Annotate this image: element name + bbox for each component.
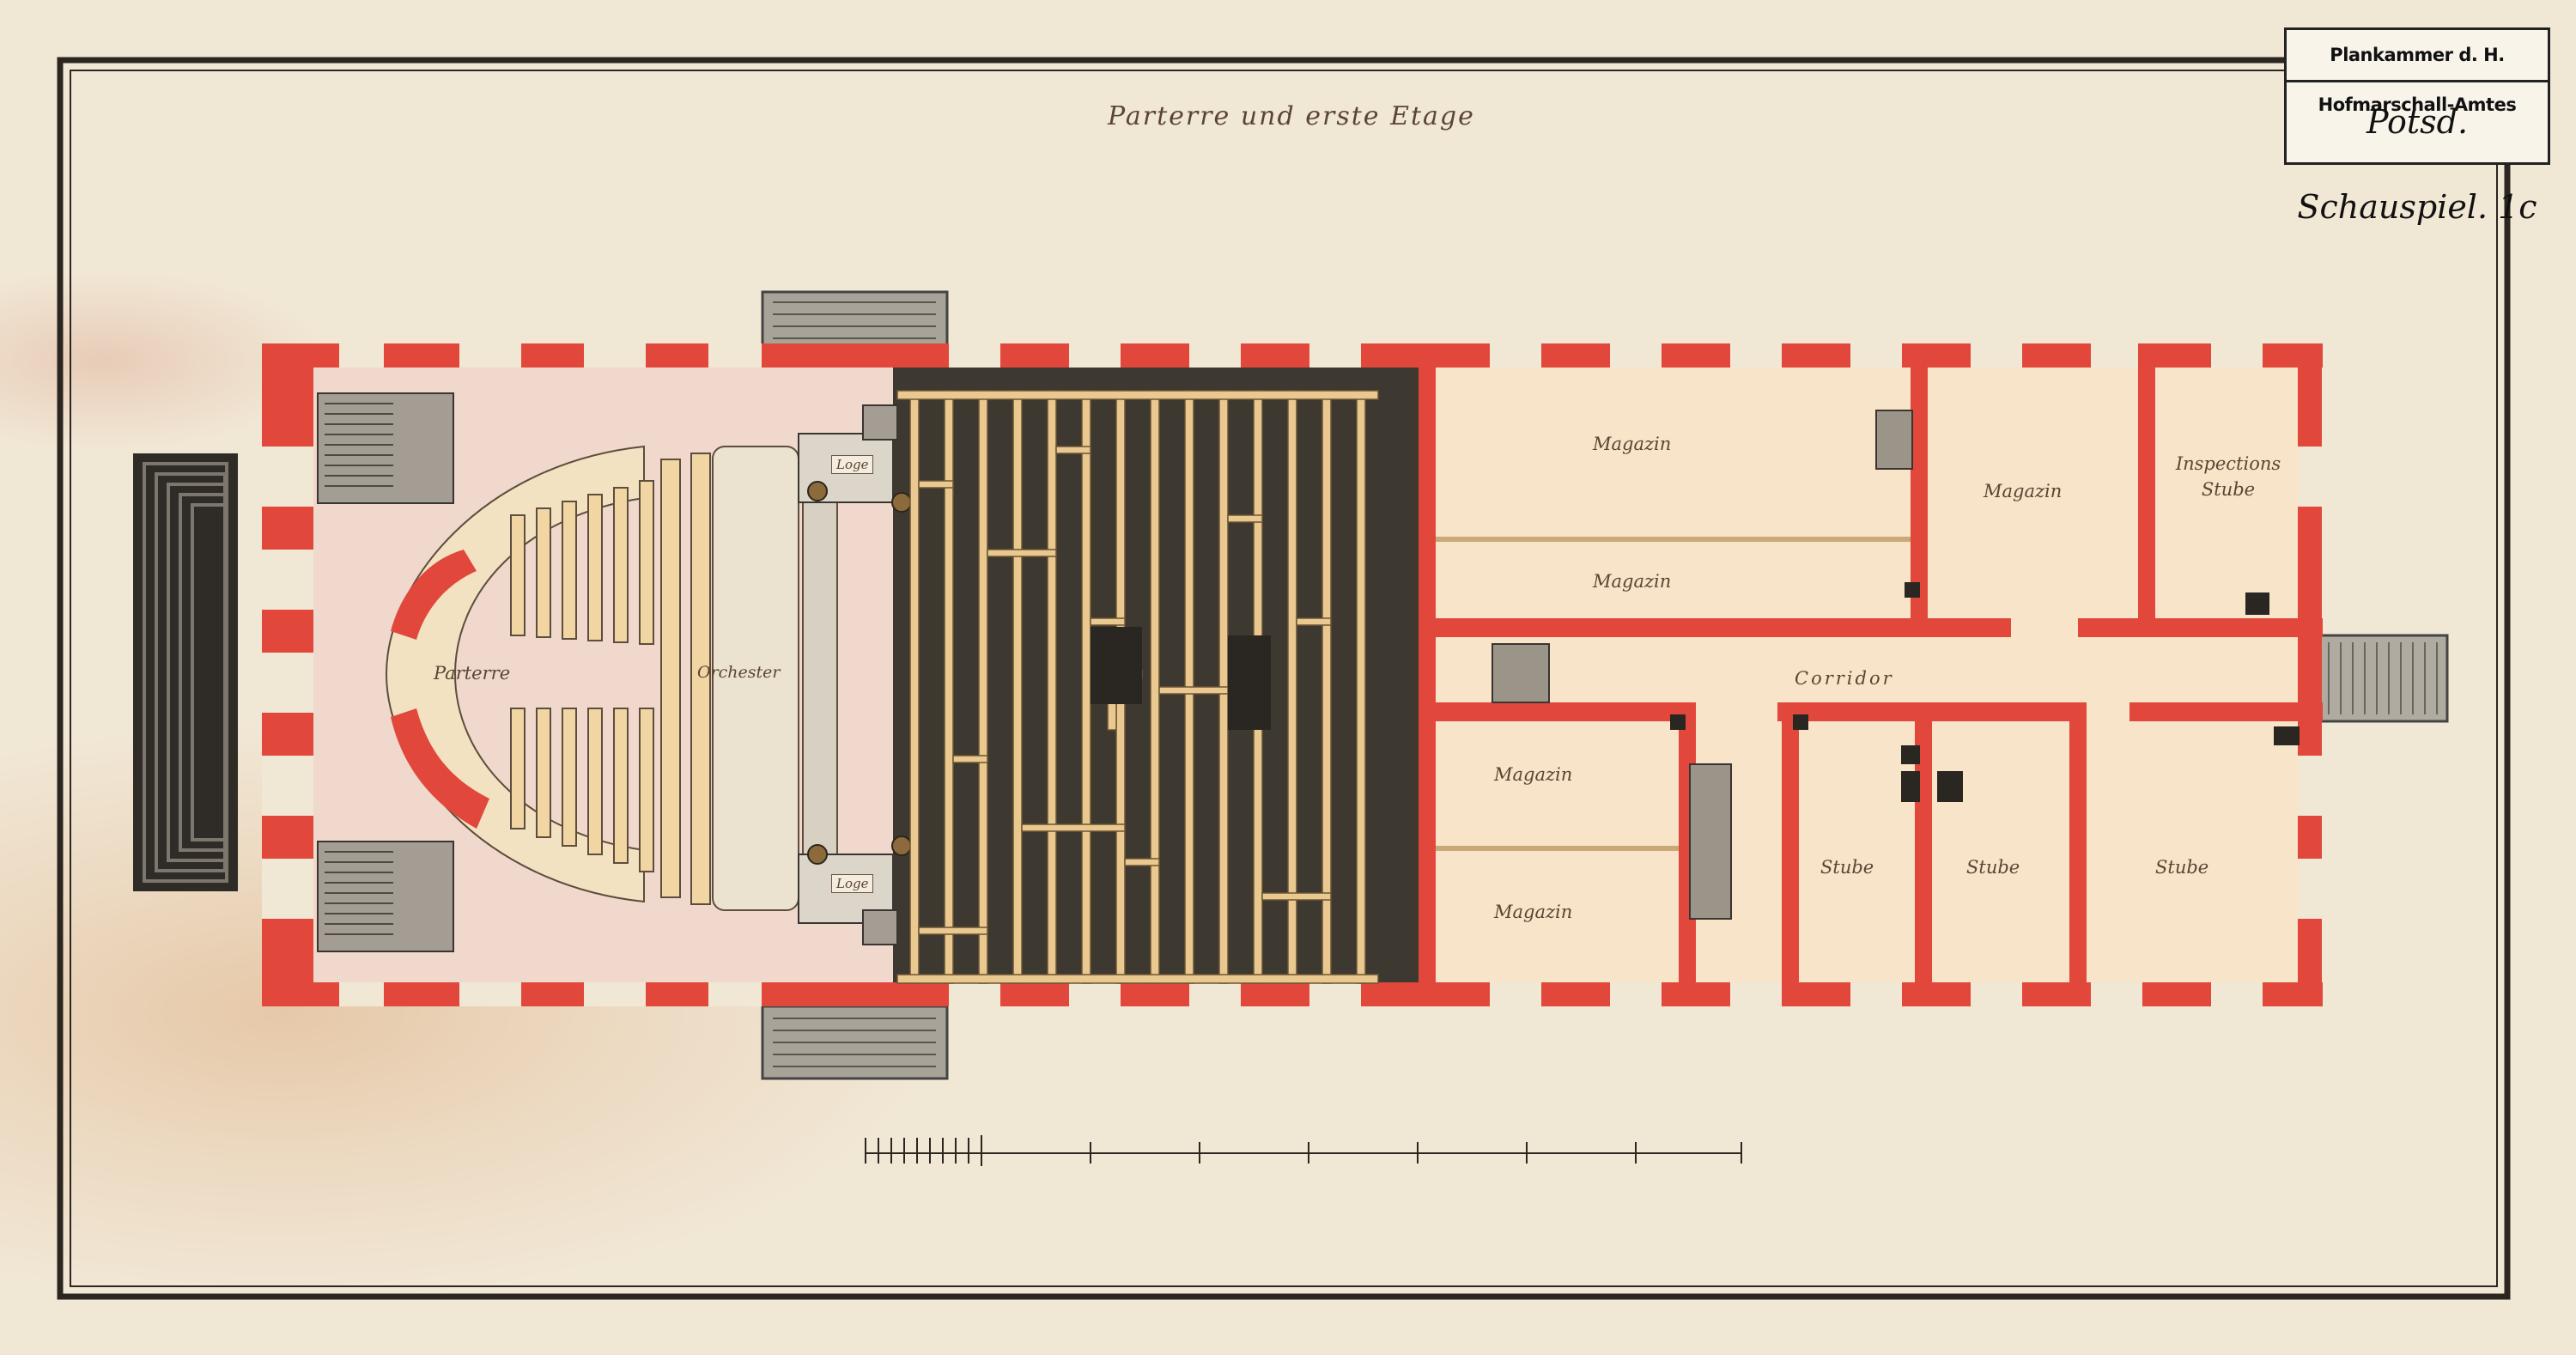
south-porch-steps (761, 1005, 949, 1080)
west-entrance-steps (133, 453, 238, 891)
room-label-magazin-5: Magazin (1494, 902, 1573, 922)
stage-dark-panels (1091, 627, 1271, 730)
room-label-loge-bottom: Loge (831, 874, 874, 893)
room-label-magazin-1: Magazin (1593, 434, 1672, 454)
scale-bar (865, 1135, 1742, 1166)
window-openings (262, 343, 2322, 1006)
stamp-reference-number: Potsd. Schauspiel. 1c (2297, 103, 2537, 226)
auditorium-stairs (317, 392, 454, 952)
auditorium-horseshoe (385, 445, 645, 903)
room-label-stube-2: Stube (1966, 857, 2020, 878)
room-label-magazin-4: Magazin (1494, 764, 1573, 785)
east-exit-steps (2317, 634, 2449, 723)
wing-partitions (1436, 537, 1911, 851)
room-label-loge-top: Loge (831, 455, 874, 474)
plan-title: Parterre und erste Etage (1108, 101, 1475, 131)
wing-interior-walls (1419, 343, 2323, 1006)
stamp-office-label: Plankammer d. H. Hofmarschall-Amtes (2287, 30, 2548, 115)
room-label-magazin-2: Magazin (1593, 571, 1672, 592)
room-label-stube-3: Stube (2155, 857, 2209, 878)
seating-rows (510, 453, 711, 905)
wing-floor (1419, 343, 2322, 1006)
room-label-magazin-3: Magazin (1984, 481, 2063, 501)
room-label-inspections-stube: Inspections Stube (2175, 453, 2281, 500)
room-label-parterre: Parterre (434, 663, 511, 684)
inner-frame (70, 70, 2498, 1287)
archive-stamp: Plankammer d. H. Hofmarschall-Amtes Pots… (2284, 27, 2550, 226)
north-porch-steps (761, 290, 949, 349)
outer-frame (57, 57, 2511, 1300)
room-label-corridor: Corridor (1795, 668, 1894, 689)
wing-stairs (1492, 410, 1913, 920)
stove-niches (1670, 582, 2300, 802)
room-label-orchester: Orchester (697, 663, 781, 682)
room-label-stube-1: Stube (1820, 857, 1874, 878)
